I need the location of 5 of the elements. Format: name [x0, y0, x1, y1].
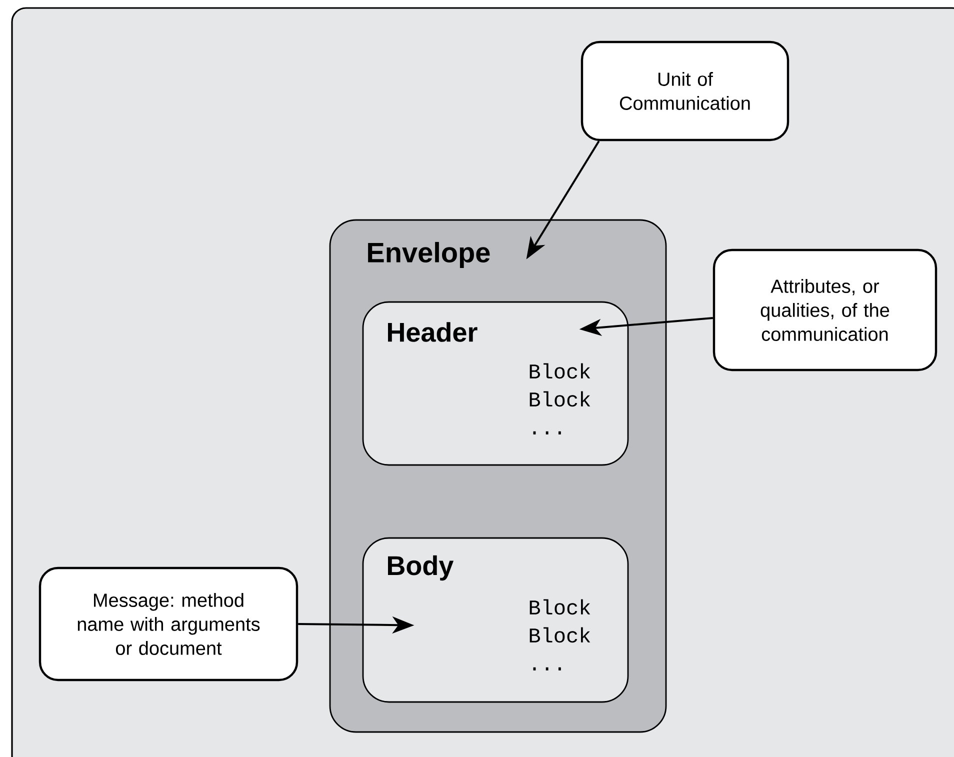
section-box: Body Block Block ...: [362, 537, 629, 703]
section-box: Header Block Block ...: [362, 301, 629, 466]
callout-box: Message: method name with arguments or document: [38, 566, 298, 682]
callout-box: Unit of Communication: [580, 40, 790, 142]
callout-box: Attributes, or qualities, of the communication: [712, 248, 938, 372]
